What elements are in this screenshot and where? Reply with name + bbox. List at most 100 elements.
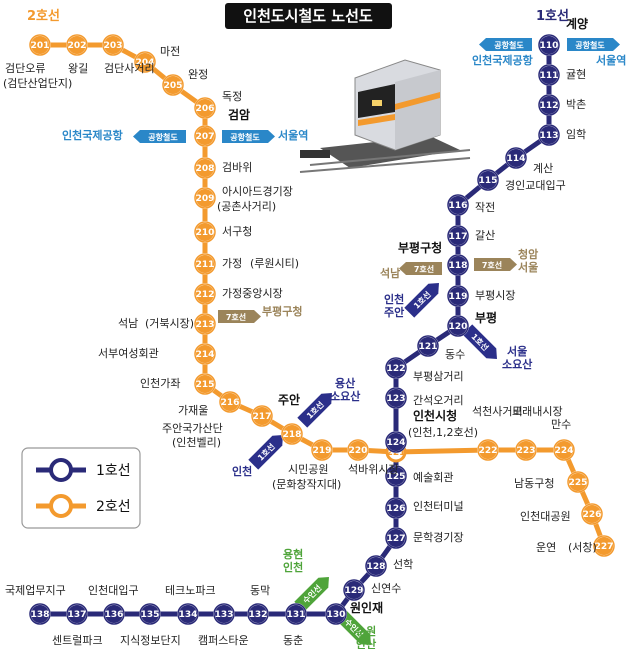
station-labels: 계양귤현박촌임학계산경인교대입구작전갈산부평구청부평시장부평동수부평삼거리간석오… xyxy=(3,16,597,647)
line1-station-code: 123 xyxy=(387,394,406,404)
line2-station-code: 227 xyxy=(595,542,614,552)
connection-destination: 인천국제공항 xyxy=(472,53,533,67)
line1-station-name: 인천터미널 xyxy=(413,499,464,513)
connection-destination: 주안 xyxy=(384,305,404,319)
station-sub-name: (인천,1,2호선) xyxy=(408,425,478,439)
line1-station-code: 134 xyxy=(179,610,198,620)
line1-station-name: 테크노파크 xyxy=(165,584,216,597)
line2-station-name: 인천가좌 xyxy=(140,376,180,390)
line1-station-name: 부평 xyxy=(475,311,497,325)
line1-station-code: 132 xyxy=(249,610,268,620)
line1-station-name: 간석오거리 xyxy=(413,394,464,407)
station-sub-name: (공촌사거리) xyxy=(217,200,276,213)
line2-station-name: 만수 xyxy=(551,418,571,431)
line1-station-name: 계양 xyxy=(566,16,588,31)
line2-station-code: 215 xyxy=(196,380,215,390)
station-sub-name: (문화창작지대) xyxy=(272,478,341,491)
legend-label: 2호선 xyxy=(96,499,131,515)
transfer-arrow-label: 7호선 xyxy=(226,312,246,322)
line1-station-name: 경인교대입구 xyxy=(505,179,566,192)
line2-station-name: 완정 xyxy=(188,68,208,81)
transfer-arrow-label: 7호선 xyxy=(414,264,434,274)
line1-station-code: 124 xyxy=(387,438,406,448)
line1-station-name: 동막 xyxy=(250,584,270,597)
transfer-arrow-label: 공항철도 xyxy=(494,40,524,50)
line1-station-name: 센트럴파크 xyxy=(52,634,103,647)
station-sub-name: (거북시장) xyxy=(145,317,194,330)
line2-station-code: 211 xyxy=(196,260,215,270)
connection-destination: 인천 xyxy=(283,560,303,574)
line1-station-code: 114 xyxy=(507,154,526,164)
connection-destination: 수원 xyxy=(356,624,376,638)
transfer-arrow-tag: 7호선 xyxy=(218,310,261,323)
line2-station-name: 운연 xyxy=(536,541,556,554)
line1-station-name: 원인재 xyxy=(350,600,383,615)
transfer-arrow-tag: 공항철도 xyxy=(133,130,186,143)
line1-station-name: 부평시장 xyxy=(475,289,515,302)
line1-station-name: 국제업무지구 xyxy=(5,584,66,597)
line1-station-code: 127 xyxy=(387,534,406,544)
line2-station-name: 모래내시장 xyxy=(512,405,563,418)
line2-station-code: 204 xyxy=(136,58,155,68)
line2-station-code: 203 xyxy=(104,41,123,51)
line2-station-name: 가정 xyxy=(222,257,242,270)
transfer-arrow-label: 공항철도 xyxy=(575,40,605,50)
line1-station-name: 신연수 xyxy=(371,582,401,595)
line1-station-code: 138 xyxy=(31,610,50,620)
line1-station-name: 부평삼거리 xyxy=(413,370,464,383)
line2-station-name: 시민공원 xyxy=(288,463,328,476)
connection-destination: 인천국제공항 xyxy=(62,128,123,142)
transfer-arrow-tag: 공항철도 xyxy=(222,130,275,143)
line1-station-code: 131 xyxy=(287,610,306,620)
connection-destination: 소요산 xyxy=(330,389,360,403)
line1-station-name: 귤현 xyxy=(566,68,586,81)
transfer-arrow-tag: 7호선 xyxy=(474,258,517,271)
line1-station-name: 작전 xyxy=(475,201,495,214)
line1-station-name: 캠퍼스타운 xyxy=(198,634,249,647)
line1-station-code: 120 xyxy=(449,322,468,332)
connection-destination: 용현 xyxy=(283,547,303,561)
line2-station-name: 서구청 xyxy=(222,225,252,238)
line1-station-code: 121 xyxy=(419,342,438,352)
line2-station-code: 219 xyxy=(313,446,332,456)
line2-station-name: 남동구청 xyxy=(514,477,554,490)
line2-station-code: 209 xyxy=(196,194,215,204)
line1-station-code: 113 xyxy=(540,131,559,141)
connection-destination: 소요산 xyxy=(502,357,532,371)
line1-station-code: 133 xyxy=(215,610,234,620)
transfer-diag-tag: 1호선 xyxy=(462,324,497,359)
line2-station-name: 왕길 xyxy=(68,62,88,75)
connection-destination: 석남 xyxy=(380,266,400,280)
line2-station-code: 212 xyxy=(196,290,215,300)
line2-station-code: 210 xyxy=(196,228,215,238)
line2-station-code: 218 xyxy=(283,430,302,440)
line2-station-code: 214 xyxy=(196,350,215,360)
line2-station-code: 213 xyxy=(196,320,215,330)
line2-station-code: 225 xyxy=(569,478,588,488)
line1-station-code: 135 xyxy=(141,610,160,620)
station-sub-name: (루원시티) xyxy=(250,257,299,270)
line1-station-code: 118 xyxy=(449,261,468,271)
connection-destination: 용산 xyxy=(335,376,355,390)
station-sub-name: (인천벨리) xyxy=(172,435,221,449)
line1-station-code: 128 xyxy=(367,562,386,572)
transfer-arrow-tag: 공항철도 xyxy=(479,38,532,51)
line1-station-code: 130 xyxy=(327,610,346,620)
line1-station-code: 129 xyxy=(345,586,364,596)
line1-station-code: 126 xyxy=(387,504,406,514)
line1-station-code: 115 xyxy=(479,176,498,186)
line2-station-name: 석남 xyxy=(118,317,138,330)
transfer-diag-tag: 1호선 xyxy=(404,283,439,318)
line1-station-code: 125 xyxy=(387,472,406,482)
line1-station-code: 112 xyxy=(540,101,559,111)
line2-station-name: 가정중앙시장 xyxy=(222,287,283,300)
line2-station-name: 검단오류 xyxy=(5,62,45,75)
connection-destination: 인천 xyxy=(384,292,404,306)
transfer-arrow-label: 공항철도 xyxy=(148,132,178,142)
line2-station-name: 검암 xyxy=(228,107,250,122)
line2-station-name: 서부여성회관 xyxy=(98,347,159,360)
line1-station-name: 임학 xyxy=(566,128,586,141)
